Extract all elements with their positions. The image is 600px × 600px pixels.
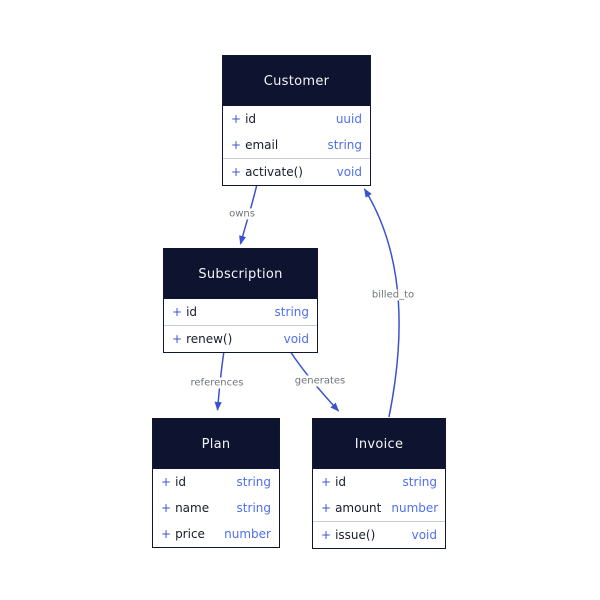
method-row: + renew() void (164, 326, 317, 352)
method-row: + issue() void (313, 522, 445, 548)
attribute-name: id (245, 112, 257, 126)
class-title-invoice: Invoice (313, 419, 445, 469)
method-return-type: void (411, 528, 437, 542)
visibility-sign: + (231, 165, 242, 179)
attribute-name: email (245, 138, 279, 152)
attributes-section: + id uuid + email string (223, 106, 370, 158)
visibility-sign: + (161, 501, 172, 515)
edge-label-generates: generates (291, 375, 349, 387)
method-return-type: void (283, 332, 309, 346)
attribute-type: string (236, 501, 271, 515)
class-node-subscription[interactable]: Subscription + id string + renew() void (163, 248, 318, 353)
visibility-sign: + (231, 138, 242, 152)
visibility-sign: + (321, 501, 332, 515)
attribute-row: + price number (153, 521, 279, 547)
attribute-row: + amount number (313, 495, 445, 521)
method-row: + activate() void (223, 159, 370, 185)
attribute-row: + id uuid (223, 106, 370, 132)
attributes-section: + id string (164, 299, 317, 325)
visibility-sign: + (161, 475, 172, 489)
attribute-row: + id string (153, 469, 279, 495)
visibility-sign: + (321, 528, 332, 542)
attribute-type: string (236, 475, 271, 489)
attribute-type: string (327, 138, 362, 152)
attributes-section: + id string + amount number (313, 469, 445, 521)
attributes-section: + id string + name string + price number (153, 469, 279, 547)
edge-label-references: references (187, 377, 247, 389)
edge-label-billed-to: billed_to (368, 289, 418, 301)
class-title-plan: Plan (153, 419, 279, 469)
class-title-subscription: Subscription (164, 249, 317, 299)
method-return-type: void (336, 165, 362, 179)
methods-section: + activate() void (223, 158, 370, 185)
attribute-row: + id string (313, 469, 445, 495)
attribute-row: + name string (153, 495, 279, 521)
attribute-row: + id string (164, 299, 317, 325)
methods-section: + issue() void (313, 521, 445, 548)
visibility-sign: + (172, 305, 183, 319)
edge-billed-to (363, 188, 400, 418)
class-node-invoice[interactable]: Invoice + id string + amount number + is… (312, 418, 446, 549)
class-node-customer[interactable]: Customer + id uuid + email string + acti… (222, 55, 371, 186)
attribute-type: string (274, 305, 309, 319)
attribute-name: id (335, 475, 347, 489)
visibility-sign: + (321, 475, 332, 489)
method-name: renew() (186, 332, 233, 346)
attribute-name: name (175, 501, 210, 515)
attribute-name: amount (335, 501, 382, 515)
attribute-name: price (175, 527, 205, 541)
edge-label-owns: owns (226, 208, 258, 220)
visibility-sign: + (231, 112, 242, 126)
attribute-row: + email string (223, 132, 370, 158)
method-name: activate() (245, 165, 303, 179)
attribute-type: uuid (335, 112, 362, 126)
method-name: issue() (335, 528, 376, 542)
attribute-name: id (175, 475, 187, 489)
visibility-sign: + (161, 527, 172, 541)
attribute-type: number (224, 527, 271, 541)
attribute-type: string (402, 475, 437, 489)
visibility-sign: + (172, 332, 183, 346)
attribute-name: id (186, 305, 198, 319)
attribute-type: number (391, 501, 439, 515)
class-node-plan[interactable]: Plan + id string + name string + price n… (152, 418, 280, 548)
class-title-customer: Customer (223, 56, 370, 106)
methods-section: + renew() void (164, 325, 317, 352)
